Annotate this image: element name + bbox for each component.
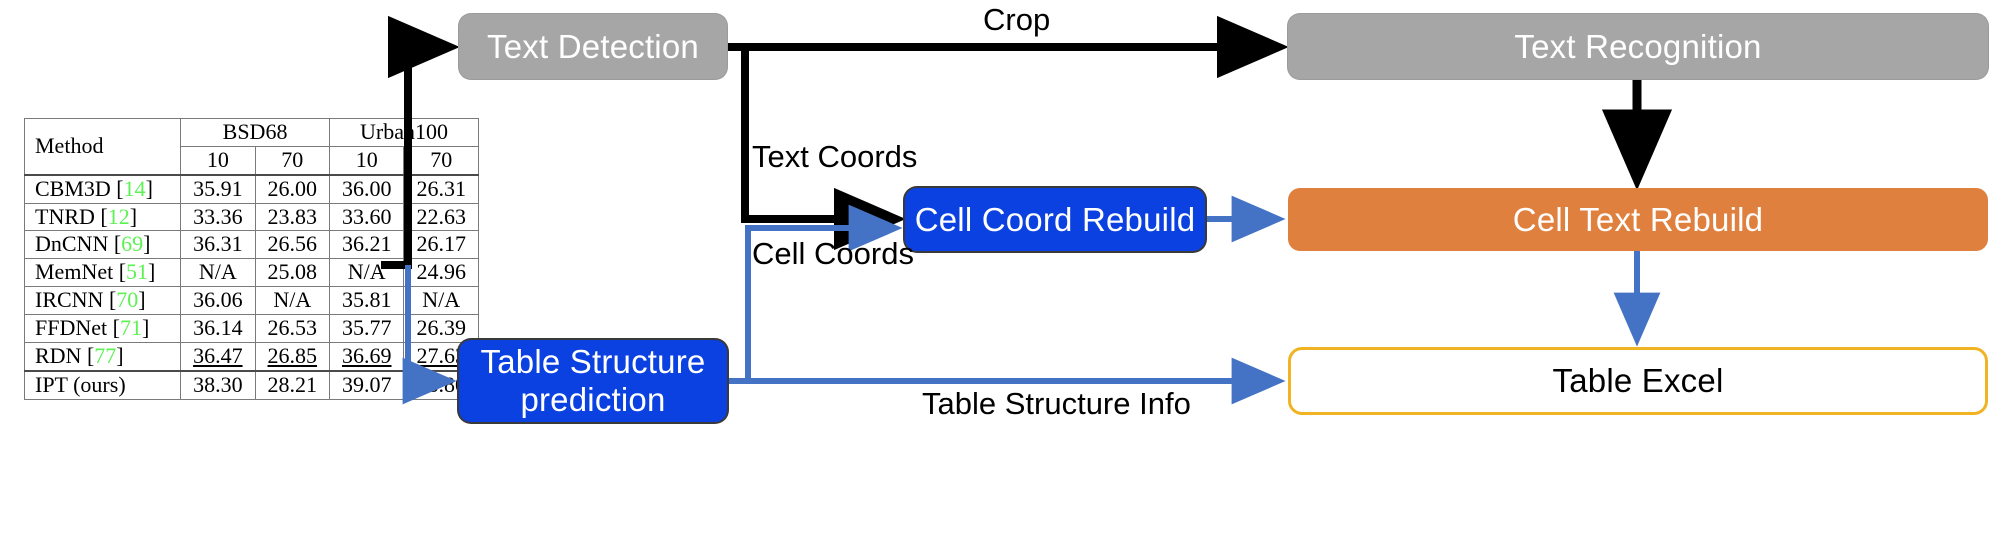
cell-method: FFDNet [71] [23, 314, 182, 343]
cell-value: 35.91 [180, 173, 256, 204]
results-table-figure: Method BSD68 Urban100 10 70 10 70 CBM3D … [23, 117, 479, 400]
cell-value: 36.21 [329, 230, 405, 260]
citation-ref: 12 [107, 203, 130, 229]
edge-label-table-structure-info: Table Structure Info [922, 386, 1191, 421]
citation-ref: 51 [126, 259, 149, 285]
table-header: Method BSD68 Urban100 10 70 10 70 [23, 117, 479, 176]
cell-value: 25.08 [254, 258, 331, 288]
node-text-detection[interactable]: Text Detection [459, 14, 727, 79]
cell-value: 26.39 [403, 314, 479, 343]
edge-label-text-coords: Text Coords [752, 139, 918, 174]
cell-value: 33.36 [180, 202, 256, 232]
cell-value: 26.85 [254, 341, 331, 372]
cell-value: N/A [329, 258, 405, 288]
citation-ref: 70 [116, 287, 139, 313]
citation-ref: 77 [94, 342, 117, 368]
cell-method: DnCNN [69] [23, 230, 182, 260]
cell-value: 36.47 [180, 341, 256, 372]
cell-value: 26.00 [254, 173, 331, 204]
citation-ref: 14 [123, 175, 146, 201]
subheader-bsd68-10: 10 [180, 145, 256, 176]
cell-value: N/A [180, 258, 256, 288]
cell-value: 35.77 [329, 314, 405, 343]
node-text-recognition-label: Text Recognition [1514, 27, 1762, 65]
cell-value: 36.06 [180, 286, 256, 316]
node-table-structure-line1: Table Structure [480, 343, 706, 381]
edge-label-cell-coords: Cell Coords [752, 236, 914, 271]
node-table-excel[interactable]: Table Excel [1288, 347, 1988, 415]
node-cell-coord-rebuild-label: Cell Coord Rebuild [914, 200, 1196, 238]
cell-value: 36.69 [329, 341, 405, 372]
cell-value: N/A [254, 286, 331, 316]
cell-value: 35.81 [329, 286, 405, 316]
cell-method: TNRD [12] [23, 202, 182, 232]
edge-label-crop: Crop [983, 2, 1051, 37]
cell-value: 26.53 [254, 314, 331, 343]
subheader-bsd68-70: 70 [254, 145, 331, 176]
cell-method: MemNet [51] [23, 258, 182, 288]
edge-detection-to-cell-coord [741, 47, 906, 251]
cell-value: 28.21 [254, 369, 331, 400]
cell-value: 22.63 [403, 202, 479, 232]
node-text-detection-label: Text Detection [487, 27, 699, 65]
node-table-structure-prediction-label: Table Structure prediction [481, 343, 706, 419]
cell-value: 33.60 [329, 202, 405, 232]
node-table-structure-prediction[interactable]: Table Structure prediction [459, 340, 727, 422]
cell-value: 36.14 [180, 314, 256, 343]
cell-method: CBM3D [14] [23, 173, 182, 204]
node-cell-text-rebuild[interactable]: Cell Text Rebuild [1288, 188, 1988, 251]
column-header-method: Method [23, 117, 182, 176]
citation-ref: 69 [121, 231, 144, 257]
cell-method: IPT (ours) [23, 369, 182, 400]
cell-value: 26.31 [403, 173, 479, 204]
cell-value: 26.17 [403, 230, 479, 260]
cell-value: N/A [403, 286, 479, 316]
cell-value: 36.00 [329, 173, 405, 204]
citation-ref: 71 [119, 315, 142, 341]
cell-method: IRCNN [70] [23, 286, 182, 316]
cell-value: 36.31 [180, 230, 256, 260]
node-table-excel-label: Table Excel [1552, 362, 1724, 400]
subheader-urban100-10: 10 [329, 145, 405, 176]
results-table: Method BSD68 Urban100 10 70 10 70 CBM3D … [23, 117, 479, 400]
cell-method: RDN [77] [23, 341, 182, 372]
table-header-row-groups: Method BSD68 Urban100 [23, 117, 479, 176]
cell-value: 24.96 [403, 258, 479, 288]
node-table-structure-line2: prediction [520, 381, 666, 418]
subheader-urban100-70: 70 [403, 145, 479, 176]
node-text-recognition[interactable]: Text Recognition [1288, 14, 1988, 79]
cell-value: 26.56 [254, 230, 331, 260]
cell-value: 39.07 [329, 369, 405, 400]
column-group-urban100: Urban100 [329, 118, 479, 147]
node-cell-coord-rebuild[interactable]: Cell Coord Rebuild [905, 188, 1205, 251]
cell-value: 23.83 [254, 202, 331, 232]
cell-value: 38.30 [180, 369, 256, 400]
column-group-bsd68: BSD68 [180, 118, 331, 147]
node-cell-text-rebuild-label: Cell Text Rebuild [1512, 200, 1764, 238]
